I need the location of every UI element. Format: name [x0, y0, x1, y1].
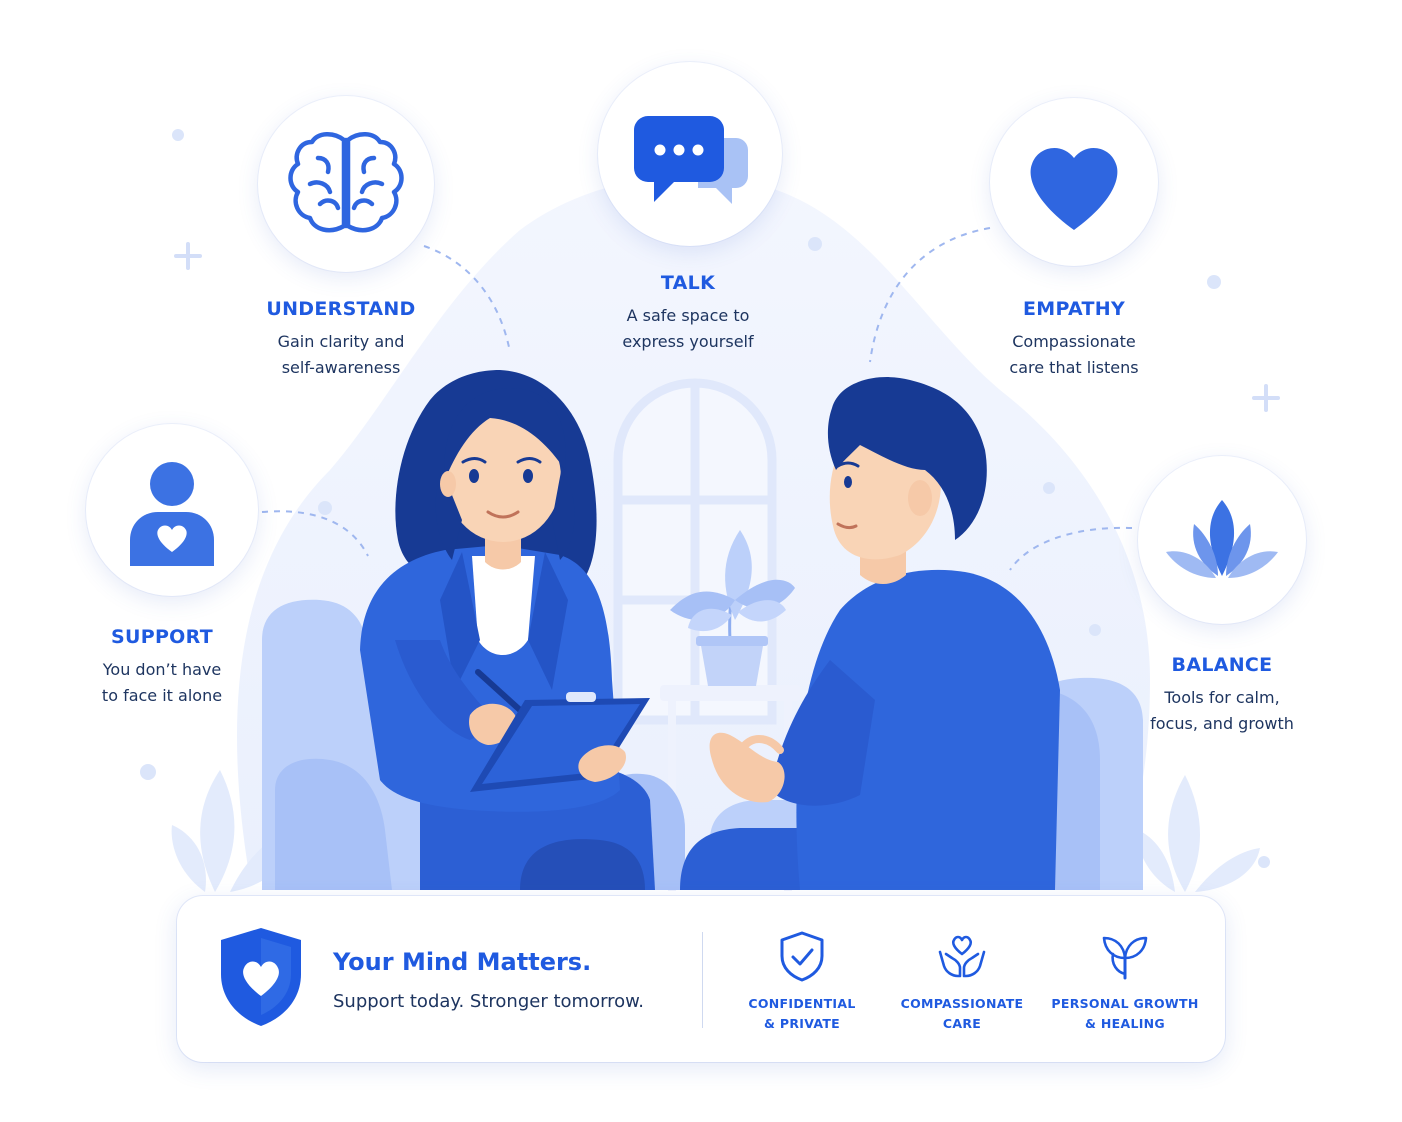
therapist-figure	[360, 370, 655, 890]
connector-balance	[1009, 526, 1133, 571]
sprout-icon	[1102, 936, 1148, 980]
chat-bubbles-icon	[634, 116, 748, 204]
footer-card: Your Mind Matters. Support today. Strong…	[177, 896, 1225, 1062]
person-heart-icon	[130, 462, 214, 566]
badge-label-line: & PRIVATE	[764, 1016, 840, 1031]
plus-sign	[1252, 384, 1280, 412]
feature-title: SUPPORT	[111, 626, 213, 648]
connector-support	[261, 510, 369, 557]
badge-compassionate-care: COMPASSIONATE CARE	[877, 930, 1047, 1034]
feature-title: UNDERSTAND	[266, 298, 416, 320]
chat-bubbles-icon-circle	[598, 62, 782, 246]
dot	[1258, 856, 1270, 868]
plus-sign	[174, 242, 202, 270]
badge-label-line: & HEALING	[1085, 1016, 1165, 1031]
shield-heart-icon	[221, 928, 301, 1026]
badge-personal-growth: PERSONAL GROWTH & HEALING	[1040, 930, 1210, 1034]
feature-title: TALK	[660, 272, 716, 294]
heart-icon-circle	[990, 98, 1158, 266]
decorative-dots	[140, 129, 1270, 868]
badge-label-line: CONFIDENTIAL	[748, 996, 856, 1011]
dot	[172, 129, 184, 141]
feature-description-line: to face it alone	[101, 686, 223, 705]
footer-subline: Support today. Stronger tomorrow.	[333, 991, 644, 1012]
connector-empathy	[869, 227, 991, 363]
feature-title: EMPATHY	[1022, 298, 1126, 320]
footer-divider	[702, 932, 703, 1028]
feature-description-line: You don’t have	[102, 660, 222, 679]
dot	[808, 237, 822, 251]
feature-description-line: Gain clarity and	[277, 332, 405, 351]
feature-description-line: self-awareness	[281, 358, 401, 377]
feature-empathy: EMPATHY Compassionate care that listens	[974, 298, 1174, 381]
brain-icon	[288, 132, 404, 233]
dot	[140, 764, 156, 780]
feature-understand: UNDERSTAND Gain clarity and self-awarene…	[241, 298, 441, 381]
connector-understand	[423, 245, 511, 353]
person-heart-icon-circle	[86, 424, 258, 596]
feature-description-line: focus, and growth	[1150, 714, 1294, 733]
feature-description-line: care that listens	[1009, 358, 1139, 377]
feature-support: SUPPORT You don’t have to face it alone	[72, 626, 252, 709]
feature-description-line: A safe space to	[626, 306, 750, 325]
lotus-icon	[1166, 500, 1278, 578]
dot	[1043, 482, 1055, 494]
feature-description-line: Tools for calm,	[1164, 688, 1280, 707]
lotus-icon-circle	[1138, 456, 1306, 624]
footer-headline: Your Mind Matters.	[333, 948, 592, 976]
feature-title: BALANCE	[1171, 654, 1273, 676]
hands-heart-icon	[938, 935, 986, 978]
dot	[1089, 624, 1101, 636]
dot	[318, 501, 332, 515]
potted-plant	[670, 530, 795, 686]
badge-label-line: CARE	[942, 1016, 982, 1031]
brain-icon-circle	[258, 96, 434, 272]
badge-label-line: PERSONAL GROWTH	[1051, 996, 1199, 1011]
heart-icon	[1030, 147, 1118, 230]
shield-check-icon	[780, 931, 824, 982]
window	[613, 378, 777, 725]
badge-label-line: COMPASSIONATE	[900, 996, 1024, 1011]
dashed-connectors	[261, 227, 1133, 571]
badge-confidential: CONFIDENTIAL & PRIVATE	[717, 930, 887, 1034]
feature-balance: BALANCE Tools for calm, focus, and growt…	[1122, 654, 1322, 737]
feature-talk: TALK A safe space to express yourself	[588, 272, 788, 355]
decorative-plus-signs	[174, 242, 1280, 412]
client-figure	[680, 377, 1060, 890]
dot	[1207, 275, 1221, 289]
feature-description-line: express yourself	[622, 332, 754, 351]
feature-description-line: Compassionate	[1012, 332, 1136, 351]
